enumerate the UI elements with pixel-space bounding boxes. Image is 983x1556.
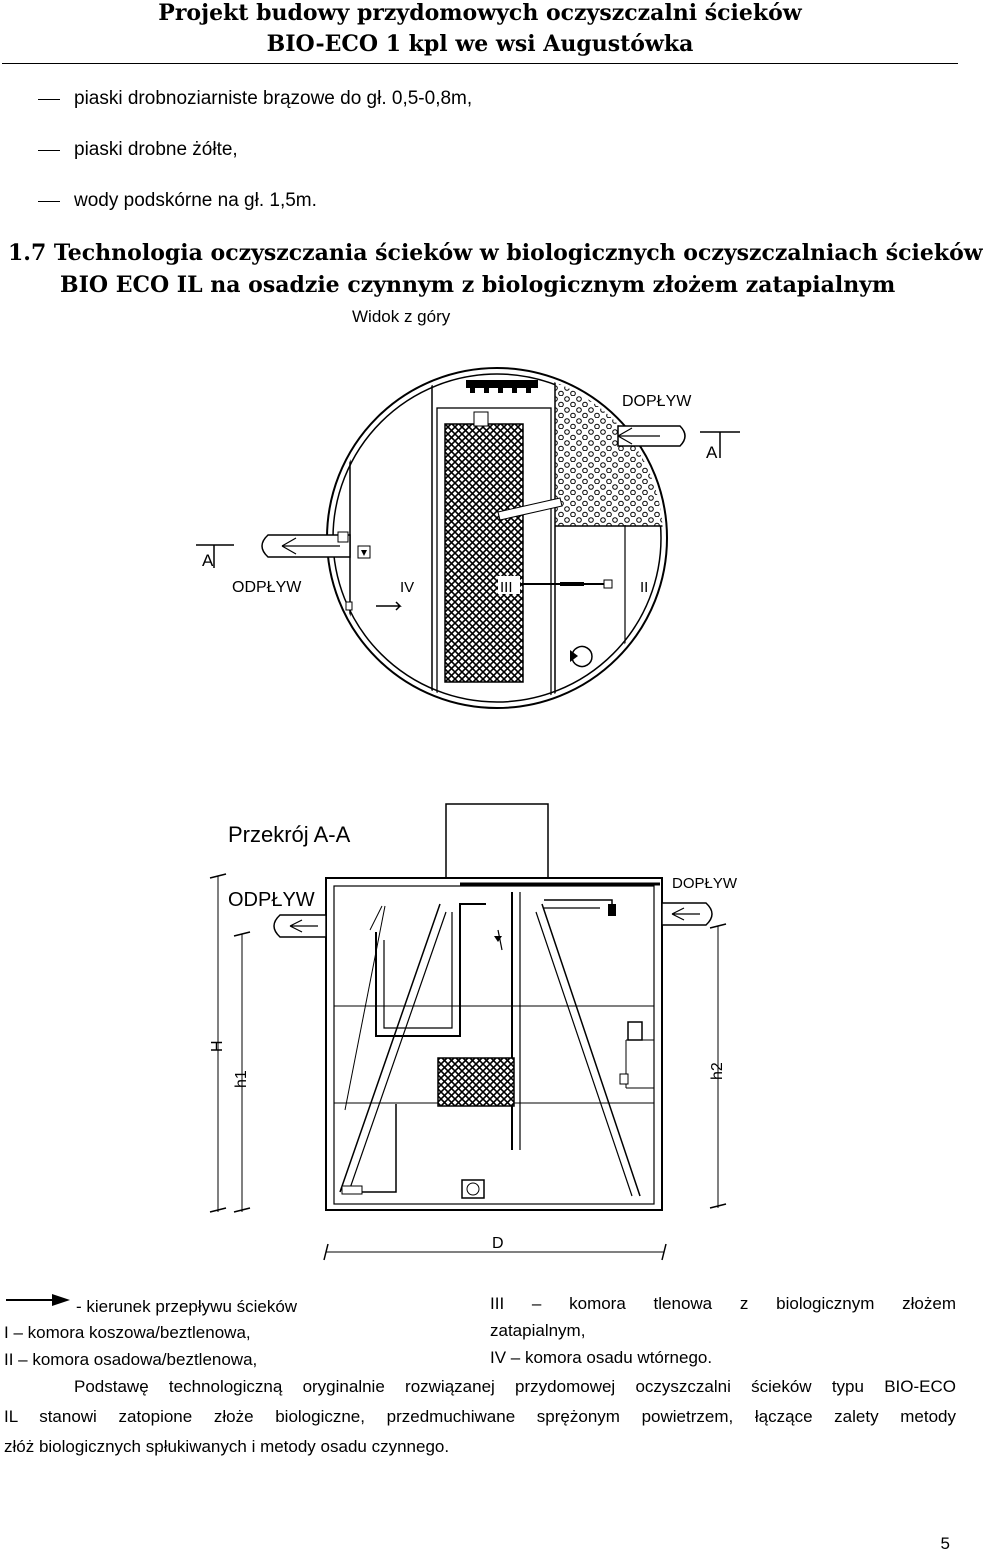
top-view: DOPŁYW A A ODPŁYW IV III II <box>196 367 740 709</box>
legend-item-I: I – komora koszowa/beztlenowa, <box>4 1323 251 1342</box>
inflow-label: DOPŁYW <box>622 393 692 410</box>
dash-bullet <box>38 201 60 202</box>
section-heading-cont: BIO ECO IL na osadzie czynnym z biologic… <box>60 272 896 298</box>
chamber-III-label: III <box>500 579 513 596</box>
paragraph-line: IL stanowi zatopione złoże biologiczne, … <box>4 1407 956 1426</box>
dash-bullet <box>38 99 60 100</box>
section-mark-right: A <box>706 443 718 462</box>
chamber-IV-label: IV <box>400 579 414 596</box>
cross-section-view: Przekrój A-A <box>209 803 738 1261</box>
flow-arrow-icon <box>6 1294 70 1306</box>
treatment-plant-drawing: DOPŁYW A A ODPŁYW IV III II <box>6 367 740 1306</box>
chamber-II-label: II <box>640 579 648 596</box>
biofilter-media <box>444 423 524 683</box>
legend-item-III: III – komora tlenowa z biologicznym złoż… <box>490 1294 956 1313</box>
section-mark-left: A <box>202 551 214 570</box>
header-divider <box>2 63 958 64</box>
dimension-H: H <box>209 1040 226 1052</box>
legend-item-IV: IV – komora osadu wtórnego. <box>490 1348 713 1367</box>
legend-item-III-cont: zatapialnym, <box>490 1321 586 1340</box>
dimension-h1: h1 <box>233 1070 250 1088</box>
header-subtitle: BIO-ECO 1 kpl we wsi Augustówka <box>266 31 694 57</box>
paragraph-line: złóż biologicznych spłukiwanych i metody… <box>4 1437 450 1456</box>
section-heading: 1.7 Technologia oczyszczania ścieków w b… <box>8 240 983 266</box>
dimension-h2: h2 <box>709 1062 726 1080</box>
page-number: 5 <box>940 1534 950 1553</box>
dimension-D: D <box>492 1235 504 1252</box>
legend-arrow-text: - kierunek przepływu ścieków <box>76 1297 298 1316</box>
header-title: Projekt budowy przydomowych oczyszczalni… <box>158 0 802 26</box>
biofilter-section <box>437 1057 515 1107</box>
paragraph-line: Podstawę technologiczną oryginalnie rozw… <box>74 1377 956 1396</box>
figure-caption: Widok z góry <box>352 307 451 326</box>
section-title: Przekrój A-A <box>228 822 351 847</box>
outflow-label-section: ODPŁYW <box>228 889 315 911</box>
outflow-label: ODPŁYW <box>232 579 302 596</box>
inflow-label-section: DOPŁYW <box>672 875 738 892</box>
legend-item-II: II – komora osadowa/beztlenowa, <box>4 1350 258 1369</box>
tank-outline <box>325 877 663 1211</box>
aerator-rail <box>466 380 538 388</box>
dash-bullet <box>38 150 60 151</box>
